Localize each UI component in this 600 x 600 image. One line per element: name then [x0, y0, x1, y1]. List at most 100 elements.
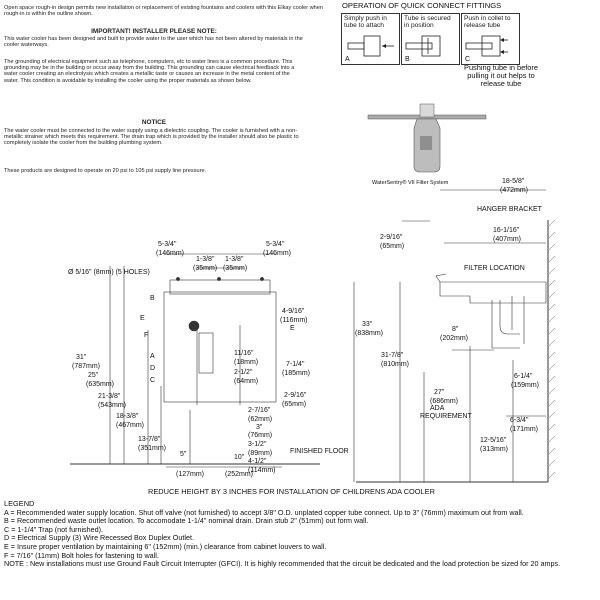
- dim-5: 5": [180, 451, 187, 458]
- dim-3-metric: (76mm): [248, 432, 272, 439]
- panel-letter-a: A: [345, 56, 350, 63]
- dim-top-left-metric: (146mm): [156, 250, 184, 257]
- ada-requirement-label: REQUIREMENT: [420, 413, 472, 420]
- legend-item-c: C = 1-1/4" Trap (not furnished).: [4, 524, 104, 534]
- dim-21-3-8-metric: (543mm): [98, 402, 126, 409]
- label-c: C: [150, 377, 155, 384]
- dim-2-9-16-side-metric: (65mm): [380, 243, 404, 250]
- dim-8-metric: (202mm): [440, 335, 468, 342]
- legend-item-e: E = Insure proper ventilation by maintai…: [4, 541, 327, 551]
- fitting-panel-label: Tube is secured in position: [404, 15, 451, 30]
- notice-note: The water cooler must be connected to th…: [4, 128, 299, 147]
- dim-4-1-2-metric: (114mm): [248, 467, 275, 474]
- dim-33: 33": [362, 321, 373, 328]
- filter-caption: WaterSentry® VII Filter System: [372, 179, 449, 186]
- dim-6-1-4: 6-1/4": [514, 373, 533, 380]
- dim-16-1-16: 16-1/16": [493, 227, 520, 234]
- dim-2-7-16-metric: (62mm): [248, 416, 272, 423]
- dim-18-3-8: 18-3/8": [116, 413, 139, 420]
- dim-2-9-16-metric: (65mm): [282, 401, 306, 408]
- dim-21-3-8: 21-3/8": [98, 393, 121, 400]
- dim-27: 27": [434, 389, 445, 396]
- dim-10-metric: (252mm): [225, 471, 253, 478]
- dim-2-7-16: 2-7/16": [248, 407, 271, 414]
- dim-12-5-16: 12-5/16": [480, 437, 507, 444]
- dim-25: 25": [88, 372, 99, 379]
- dim-4-9-16: 4-9/16": [282, 308, 305, 315]
- panel-letter-b: B: [405, 56, 410, 63]
- dim-7-1-4: 7-1/4": [286, 361, 305, 368]
- legend-note: NOTE : New installations must use Ground…: [4, 559, 561, 569]
- important-note: This water cooler has been designed and …: [4, 36, 303, 49]
- holes-label: Ø 5/16" (8mm) (5 HOLES): [68, 269, 150, 276]
- dim-31-7-8: 31-7/8": [381, 352, 404, 359]
- legend-item-d: D = Electrical Supply (3) Wire Recessed …: [4, 533, 194, 543]
- reduce-height-note: REDUCE HEIGHT BY 3 INCHES FOR INSTALLATI…: [148, 487, 435, 496]
- roughin-drawing: 5-3/4" (146mm) 5-3/4" (146mm) 1-3/8" (35…: [68, 178, 556, 496]
- legend-item-b: B = Recommended waste outlet location. T…: [4, 516, 369, 526]
- filter-system-drawing: WaterSentry® VII Filter System: [367, 103, 487, 186]
- label-d: D: [150, 365, 155, 372]
- dim-11-16-metric: (18mm): [234, 359, 258, 366]
- dim-3-1-2-metric: (89mm): [248, 450, 272, 457]
- dim-18-5-8: 18-5/8": [502, 178, 525, 185]
- filter-location-label: FILTER LOCATION: [464, 265, 525, 272]
- label-e-right: E: [290, 325, 295, 332]
- dim-8: 8": [452, 326, 459, 333]
- fitting-attach-drawing: A: [345, 35, 394, 63]
- dim-2-9-16: 2-9/16": [284, 392, 307, 399]
- legend-item-a: A = Recommended water supply location. S…: [4, 507, 524, 517]
- dim-inner-left: 1-3/8": [196, 256, 215, 263]
- label-f: F: [144, 332, 148, 339]
- front-view-outline: [163, 291, 277, 403]
- fitting-panel-label: Simply push in tube to attach: [344, 15, 387, 30]
- legend-title: LEGEND: [4, 499, 35, 508]
- dim-top-right-metric: (146mm): [263, 250, 291, 257]
- label-b: B: [150, 295, 155, 302]
- dim-3: 3": [256, 424, 263, 431]
- important-heading: IMPORTANT! INSTALLER PLEASE NOTE:: [91, 28, 217, 35]
- dim-13-7-8-metric: (351mm): [138, 445, 166, 452]
- dim-2-1-2: 2-1/2": [234, 369, 253, 376]
- dim-12-5-16-metric: (313mm): [480, 446, 508, 453]
- dim-inner-right-metric: (35mm): [223, 265, 247, 272]
- fitting-release-drawing: C: [465, 35, 508, 63]
- dim-4-9-16-metric: (116mm): [280, 317, 307, 324]
- intro-note: Open space rough-in design permits new i…: [4, 5, 324, 18]
- legend: LEGEND A = Recommended water supply loca…: [4, 499, 596, 569]
- dim-13-7-8: 13-7/8": [138, 436, 161, 443]
- label-a: A: [150, 353, 155, 360]
- dim-2-9-16-side: 2-9/16": [380, 234, 403, 241]
- hanger-bracket-label: HANGER BRACKET: [477, 206, 543, 213]
- fitting-panel-release: Push in collet to release tube C: [461, 13, 520, 65]
- dim-18-3-8-metric: (467mm): [116, 422, 144, 429]
- fitting-panel-secured: Tube is secured in position B: [401, 13, 460, 65]
- dim-inner-right: 1-3/8": [225, 256, 244, 263]
- notice-heading: NOTICE: [141, 119, 167, 126]
- dim-31-7-8-metric: (810mm): [381, 361, 409, 368]
- dim-6-1-4-metric: (159mm): [511, 382, 539, 389]
- dim-2-1-2-metric: (64mm): [234, 378, 258, 385]
- dim-3-1-2: 3-1/2": [248, 441, 267, 448]
- dim-4-1-2: 4-1/2": [248, 458, 267, 465]
- dim-5-metric: (127mm): [176, 471, 204, 478]
- legend-item-f: F = 7/16" (11mm) Bolt holes for fastenin…: [4, 550, 159, 560]
- dim-10: 10": [234, 454, 245, 461]
- dim-top-left: 5-3/4": [158, 241, 177, 248]
- dim-25-metric: (635mm): [86, 381, 114, 388]
- dim-31-metric: (787mm): [72, 363, 100, 370]
- dim-11-16: 11/16": [234, 350, 254, 357]
- label-e-left: E: [140, 315, 145, 322]
- dim-7-1-4-metric: (185mm): [282, 370, 310, 377]
- dim-31: 31": [76, 354, 87, 361]
- pressure-note: These products are designed to operate o…: [4, 168, 207, 174]
- dim-6-3-4-metric: (171mm): [510, 426, 538, 433]
- dim-6-3-4: 6-3/4": [510, 417, 529, 424]
- fitting-panel-label: Push in collet to release tube: [464, 15, 511, 30]
- grounding-note: The grounding of electrical equipment su…: [4, 59, 295, 84]
- finished-floor-label: FINISHED FLOOR: [290, 448, 349, 455]
- release-note: Pushing tube in before pulling it out he…: [464, 63, 538, 88]
- dim-27-metric: (686mm): [430, 398, 458, 405]
- dim-16-1-16-metric: (407mm): [493, 236, 521, 243]
- fittings-title: OPERATION OF QUICK CONNECT FITTINGS: [342, 1, 502, 10]
